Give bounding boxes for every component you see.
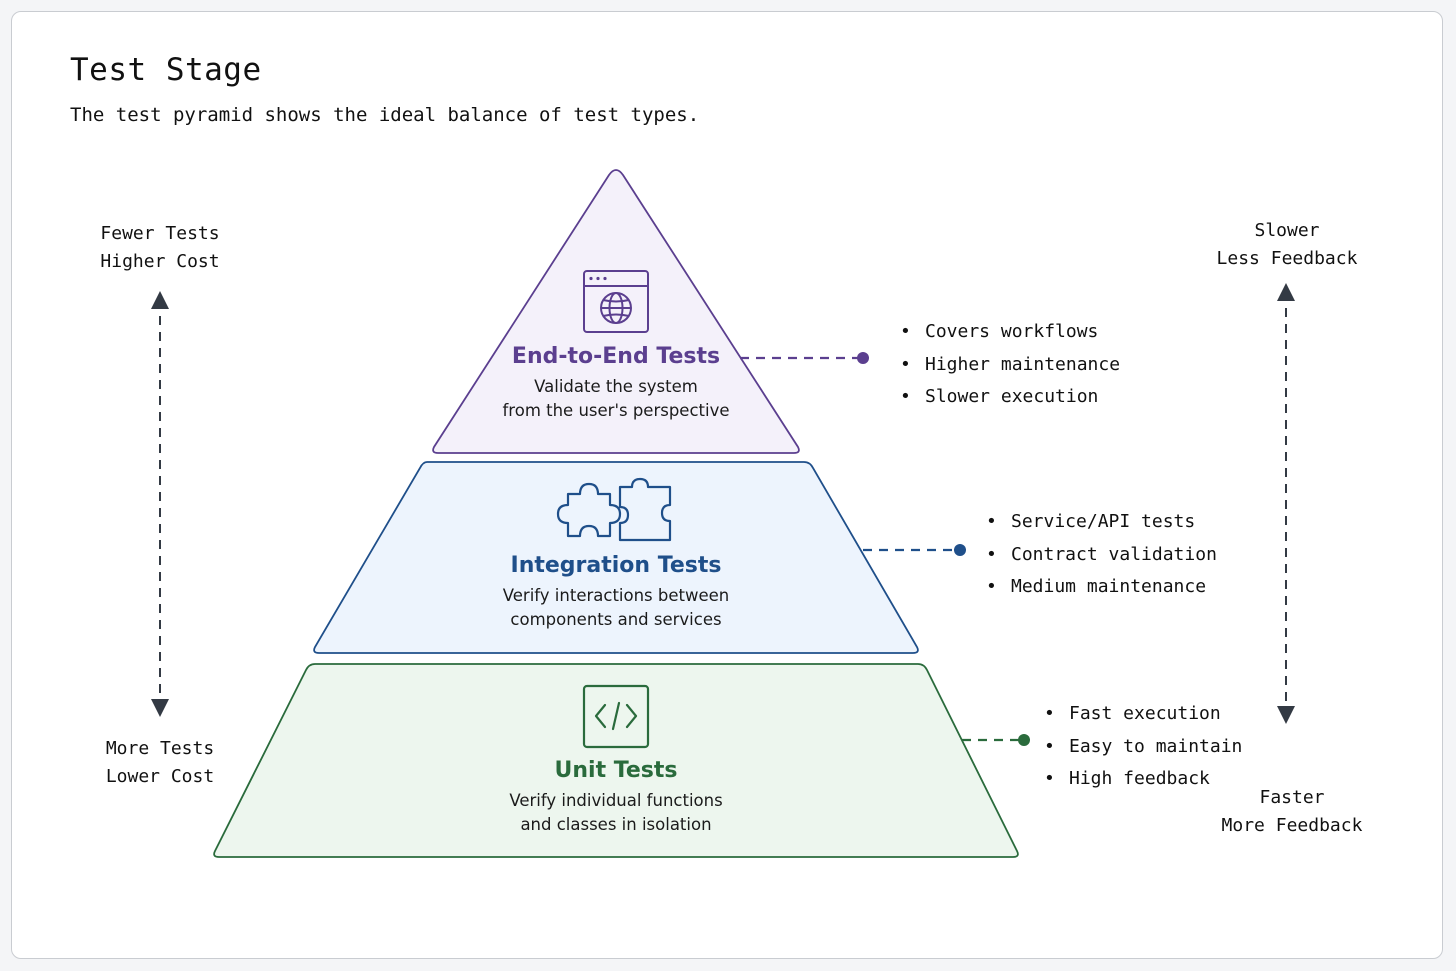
left-axis-top-line2: Higher Cost bbox=[100, 251, 220, 272]
list-item: Fast execution bbox=[1044, 698, 1242, 731]
page-subtitle: The test pyramid shows the ideal balance… bbox=[70, 104, 700, 126]
left-axis-bottom-line1: More Tests bbox=[105, 738, 215, 759]
list-item: Contract validation bbox=[986, 539, 1217, 572]
left-axis-top-label: Fewer Tests Higher Cost bbox=[80, 220, 240, 276]
list-item: Easy to maintain bbox=[1044, 731, 1242, 764]
list-item: Higher maintenance bbox=[900, 349, 1120, 382]
tier-e2e-title: End-to-End Tests bbox=[511, 344, 721, 369]
tier-unit-text: Unit Tests Verify individual functions a… bbox=[509, 758, 722, 837]
tier-e2e-shape bbox=[432, 169, 800, 454]
right-axis-bottom-line1: Faster bbox=[1259, 787, 1325, 808]
puzzle-pieces-icon bbox=[556, 477, 672, 542]
right-axis-bottom-label: Faster More Feedback bbox=[1192, 784, 1392, 840]
left-axis-top-line1: Fewer Tests bbox=[100, 223, 220, 244]
right-axis-bottom-line2: More Feedback bbox=[1221, 815, 1363, 836]
left-axis-bottom-label: More Tests Lower Cost bbox=[80, 735, 240, 791]
tier-e2e-text: End-to-End Tests Validate the system fro… bbox=[502, 344, 729, 423]
tier-unit-description: Verify individual functions and classes … bbox=[509, 791, 723, 834]
tier-integration-description: Verify interactions between components a… bbox=[502, 586, 730, 629]
right-axis-top-label: Slower Less Feedback bbox=[1187, 217, 1387, 273]
list-item: Covers workflows bbox=[900, 316, 1120, 349]
unit-connector-dot bbox=[1018, 734, 1030, 746]
tier-e2e-description: Validate the system from the user's pers… bbox=[502, 377, 730, 420]
browser-globe-icon bbox=[583, 270, 649, 333]
tier-unit-title: Unit Tests bbox=[554, 758, 678, 783]
list-item: Medium maintenance bbox=[986, 571, 1217, 604]
list-item: Service/API tests bbox=[986, 506, 1217, 539]
tier-integration-title: Integration Tests bbox=[510, 553, 722, 578]
right-axis-top-line1: Slower bbox=[1254, 220, 1320, 241]
unit-bullet-list: Fast execution Easy to maintain High fee… bbox=[1044, 698, 1242, 796]
tier-integration-shape bbox=[313, 461, 919, 654]
list-item: High feedback bbox=[1044, 763, 1242, 796]
e2e-connector-dot bbox=[857, 352, 869, 364]
right-axis-top-line2: Less Feedback bbox=[1216, 248, 1358, 269]
tier-unit-shape bbox=[213, 663, 1019, 858]
tier-integration-text: Integration Tests Verify interactions be… bbox=[503, 553, 729, 632]
list-item: Slower execution bbox=[900, 381, 1120, 414]
integration-bullet-list: Service/API tests Contract validation Me… bbox=[986, 506, 1217, 604]
e2e-bullet-list: Covers workflows Higher maintenance Slow… bbox=[900, 316, 1120, 414]
code-brackets-icon bbox=[582, 684, 650, 749]
left-axis-bottom-line2: Lower Cost bbox=[105, 766, 215, 787]
integration-connector-dot bbox=[954, 544, 966, 556]
page-title: Test Stage bbox=[70, 52, 262, 88]
